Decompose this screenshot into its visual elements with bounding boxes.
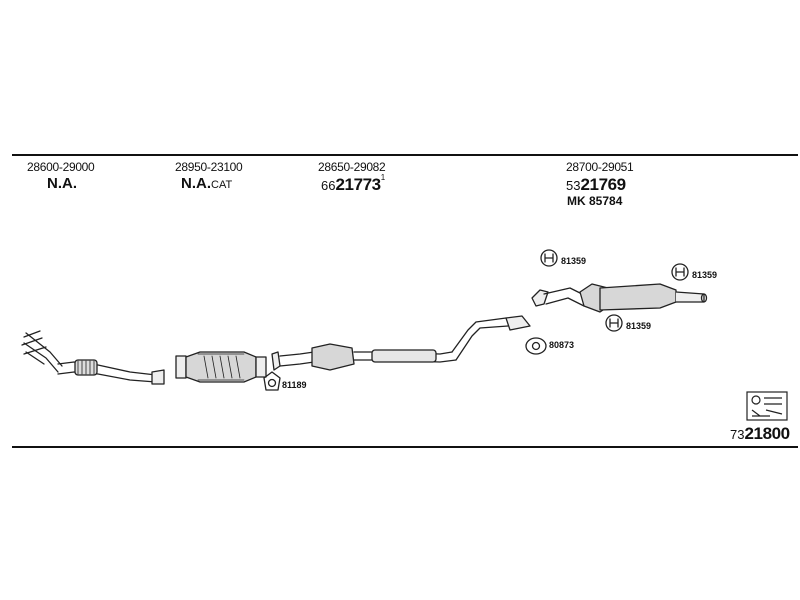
callout-gasket-80873: 80873	[549, 340, 575, 350]
gasket-81189	[263, 371, 281, 391]
part-label-catalyst: N.A.CAT	[181, 175, 232, 193]
catalyst-label: N.A.	[181, 175, 211, 192]
part-label-front-pipe: N.A.	[47, 175, 77, 192]
kit-prefix: 73	[730, 427, 745, 442]
hanger-81359-c	[605, 314, 623, 332]
oe-number-rear-silencer: 28700-29051	[566, 160, 634, 174]
part-number-middle-silencer: 66217731	[321, 173, 386, 195]
kit-part-number: 7321800	[730, 424, 790, 444]
mounting-kit-number: MK 85784	[567, 194, 623, 208]
part-number-rear-silencer: 5321769	[566, 175, 626, 195]
oe-number-middle-silencer: 28650-29082	[318, 160, 386, 174]
top-rule	[12, 154, 798, 156]
pn-prefix: 66	[321, 178, 336, 193]
pn-prefix: 53	[566, 178, 581, 193]
rear-silencer	[531, 283, 708, 313]
pn-main: 21769	[580, 175, 626, 194]
catalyst	[175, 351, 267, 383]
oe-number-front-pipe: 28600-29000	[27, 160, 95, 174]
front-pipe	[21, 330, 165, 385]
bottom-rule	[12, 446, 798, 448]
callout-hanger-b: 81359	[692, 270, 718, 280]
parts-kit-icon	[746, 391, 788, 421]
pn-main: 21773	[335, 175, 381, 194]
pn-superscript: 1	[380, 173, 386, 182]
catalyst-suffix: CAT	[211, 179, 233, 191]
callout-hanger-c: 81359	[626, 321, 652, 331]
callout-hanger-a: 81359	[561, 256, 587, 266]
oe-number-catalyst: 28950-23100	[175, 160, 243, 174]
hanger-81359-a	[540, 249, 558, 267]
middle-silencer-pipe	[271, 315, 531, 371]
hanger-81359-b	[671, 263, 689, 281]
gasket-80873	[525, 337, 547, 355]
callout-gasket-81189: 81189	[282, 380, 307, 390]
kit-main: 21800	[744, 424, 790, 443]
